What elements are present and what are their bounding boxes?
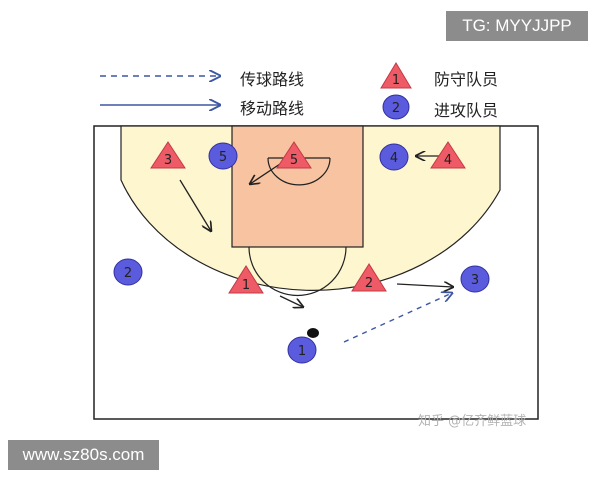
move-arrow-defender-5 [250, 161, 284, 184]
defender-1-label: 1 [242, 278, 250, 293]
legend-pass-label: 传球路线 [240, 70, 305, 89]
attacker-3-label: 3 [471, 273, 479, 288]
attacker-4-label: 4 [390, 151, 398, 166]
telegram-tag: TG: MYYJJPP [446, 11, 588, 41]
legend-attacker-symbol-label: 2 [392, 101, 400, 116]
move-arrow-defender-1 [279, 295, 303, 307]
restricted-arc [267, 157, 331, 186]
legend-move-label: 移动路线 [240, 99, 305, 118]
legend-defender-symbol: 1 [380, 62, 412, 89]
legend-defender-label: 防守队员 [434, 70, 499, 89]
defender-2-label: 2 [365, 276, 373, 291]
attacker-3: 3 [460, 265, 490, 293]
site-watermark: www.sz80s.com [8, 440, 159, 470]
legend-attacker-label: 进攻队员 [434, 101, 499, 120]
defender-2: 2 [351, 263, 387, 292]
defender-1: 1 [228, 265, 264, 294]
defender-4: 4 [430, 141, 466, 169]
attacker-1: 1 [287, 336, 317, 364]
legend-attacker-symbol: 2 [382, 94, 410, 120]
defender-4-label: 4 [444, 153, 452, 168]
attacker-2-label: 2 [124, 266, 132, 281]
defender-5-label: 5 [290, 153, 298, 168]
defender-5: 5 [276, 141, 312, 169]
ball [307, 328, 319, 338]
attacker-4: 4 [379, 143, 409, 171]
legend-defender-symbol-label: 1 [392, 73, 400, 88]
free-throw-arc [248, 246, 347, 297]
move-arrow-defender-2 [396, 284, 453, 287]
attacker-5: 5 [208, 142, 238, 170]
attacker-2: 2 [113, 258, 143, 286]
defender-3: 3 [150, 141, 186, 169]
paint-area [231, 125, 364, 248]
attacker-5-label: 5 [219, 150, 227, 165]
move-arrow-defender-3 [179, 179, 211, 231]
attacker-1-label: 1 [298, 344, 306, 359]
defender-3-label: 3 [164, 153, 172, 168]
author-credit: 知乎 @亿齐鲜蓝球 [418, 414, 527, 429]
